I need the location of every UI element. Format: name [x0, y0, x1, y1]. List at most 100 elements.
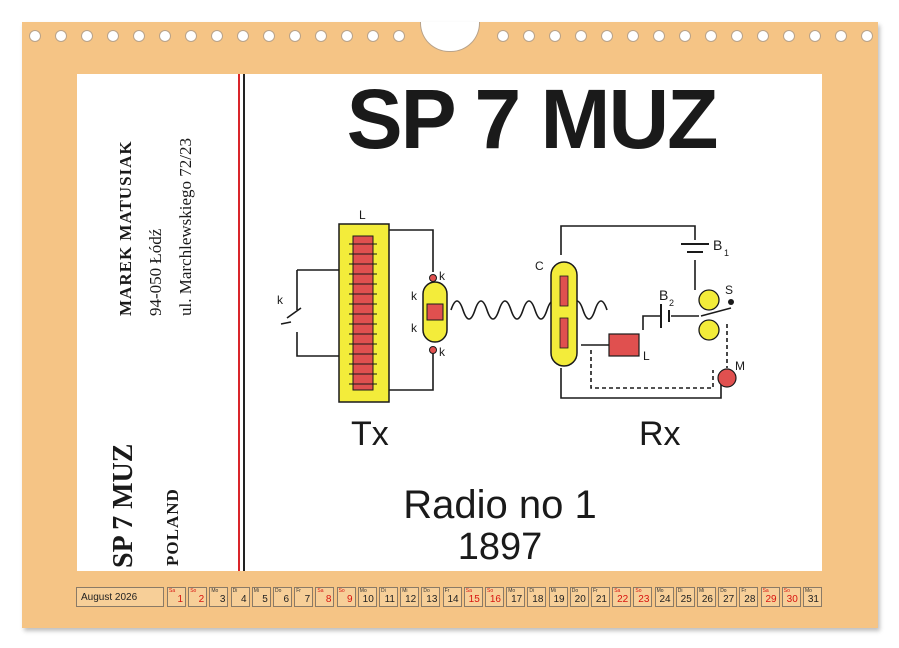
day-number: 1 — [177, 594, 183, 605]
binding-hole — [107, 30, 119, 42]
weekday-label: So — [783, 588, 790, 594]
battery1-label: B — [713, 237, 722, 253]
weekday-label: Do — [423, 588, 430, 594]
day-number: 24 — [659, 594, 671, 605]
day-number: 11 — [384, 594, 395, 605]
binding-hole — [315, 30, 327, 42]
weekday-label: Sa — [614, 588, 621, 594]
day-number: 6 — [283, 594, 289, 605]
day-number: 19 — [553, 594, 565, 605]
day-number: 21 — [595, 594, 607, 605]
battery2-label: B — [659, 287, 668, 303]
operator-street: ul. Marchlewskiego 72/23 — [176, 138, 195, 316]
weekday-label: Sa — [317, 588, 324, 594]
coil-label: L — [359, 208, 366, 222]
binding-hole — [211, 30, 223, 42]
binding-hole — [653, 30, 665, 42]
key-label-lower: k — [411, 321, 418, 335]
divider-red — [238, 74, 240, 571]
day-number: 16 — [489, 594, 501, 605]
day-number: 5 — [262, 594, 268, 605]
coherer — [550, 261, 578, 367]
operator-city: 94-050 Łódź — [146, 228, 165, 316]
rx-battery-branch — [581, 315, 699, 346]
binding-hole — [575, 30, 587, 42]
key-label-left: k — [277, 293, 284, 307]
meter-label: M — [735, 359, 745, 373]
circuit-diagram: L k k k k k C B 1 B 2 L S M Tx Rx — [277, 208, 745, 453]
weekday-label: Di — [232, 588, 238, 594]
operator-name: MAREK MATUSIAK — [116, 140, 135, 316]
weekday-label: Mi — [253, 588, 260, 594]
day-number: 28 — [744, 594, 756, 605]
key-label-upper: k — [411, 289, 418, 303]
binding-hole — [601, 30, 613, 42]
key-label-bottom: k — [439, 345, 446, 359]
weekday-label: Mo — [211, 588, 219, 594]
binding-hole — [835, 30, 847, 42]
day-number: 25 — [680, 594, 692, 605]
weekday-label: Fr — [741, 588, 747, 594]
side-callsign: SP 7 MUZ — [108, 443, 139, 568]
day-number: 12 — [405, 594, 417, 605]
binding-hole — [185, 30, 197, 42]
binding-hole — [705, 30, 717, 42]
meter-dot — [717, 368, 737, 388]
binding-hole — [757, 30, 769, 42]
day-number: 27 — [723, 594, 735, 605]
weekday-label: Fr — [444, 588, 450, 594]
key-switch — [280, 307, 302, 325]
binding-hole — [679, 30, 691, 42]
binding-hole — [549, 30, 561, 42]
binding-hole — [237, 30, 249, 42]
weekday-label: Mi — [699, 588, 705, 594]
qsl-card — [77, 74, 822, 571]
day-number: 4 — [241, 594, 247, 605]
tx-coil-core — [352, 235, 374, 391]
rx-wire-top — [560, 225, 696, 290]
battery1-sub: 1 — [724, 248, 729, 258]
country-label: POLAND — [163, 488, 182, 566]
day-number: 26 — [701, 594, 713, 605]
switch-disc-bottom — [698, 319, 720, 341]
day-number: 3 — [219, 594, 226, 605]
binding-hole — [367, 30, 379, 42]
binding-hole — [809, 30, 821, 42]
day-number: 2 — [198, 594, 205, 605]
weekday-label: Di — [381, 588, 386, 594]
day-number: 9 — [347, 594, 353, 605]
weekday-label: So — [190, 588, 197, 594]
binding-hole — [263, 30, 275, 42]
weekday-label: Fr — [593, 588, 598, 594]
month-label: August 2026 — [76, 587, 164, 607]
day-number: 17 — [511, 594, 523, 605]
coherer-label: C — [535, 259, 544, 273]
weekday-label: Fr — [296, 588, 301, 594]
weekday-label: Di — [529, 588, 535, 594]
rx-wire-bottom — [560, 368, 722, 399]
divider-black — [243, 74, 245, 571]
weekday-label: Mi — [550, 588, 556, 594]
binding-hole — [393, 30, 405, 42]
day-number: 10 — [362, 594, 374, 605]
day-number: 15 — [468, 594, 480, 605]
day-number: 30 — [786, 594, 798, 605]
day-number: 13 — [426, 594, 438, 605]
relay-coil — [608, 333, 640, 357]
day-number: 31 — [807, 594, 819, 605]
weekday-label: So — [338, 588, 345, 594]
binding-hole — [731, 30, 743, 42]
